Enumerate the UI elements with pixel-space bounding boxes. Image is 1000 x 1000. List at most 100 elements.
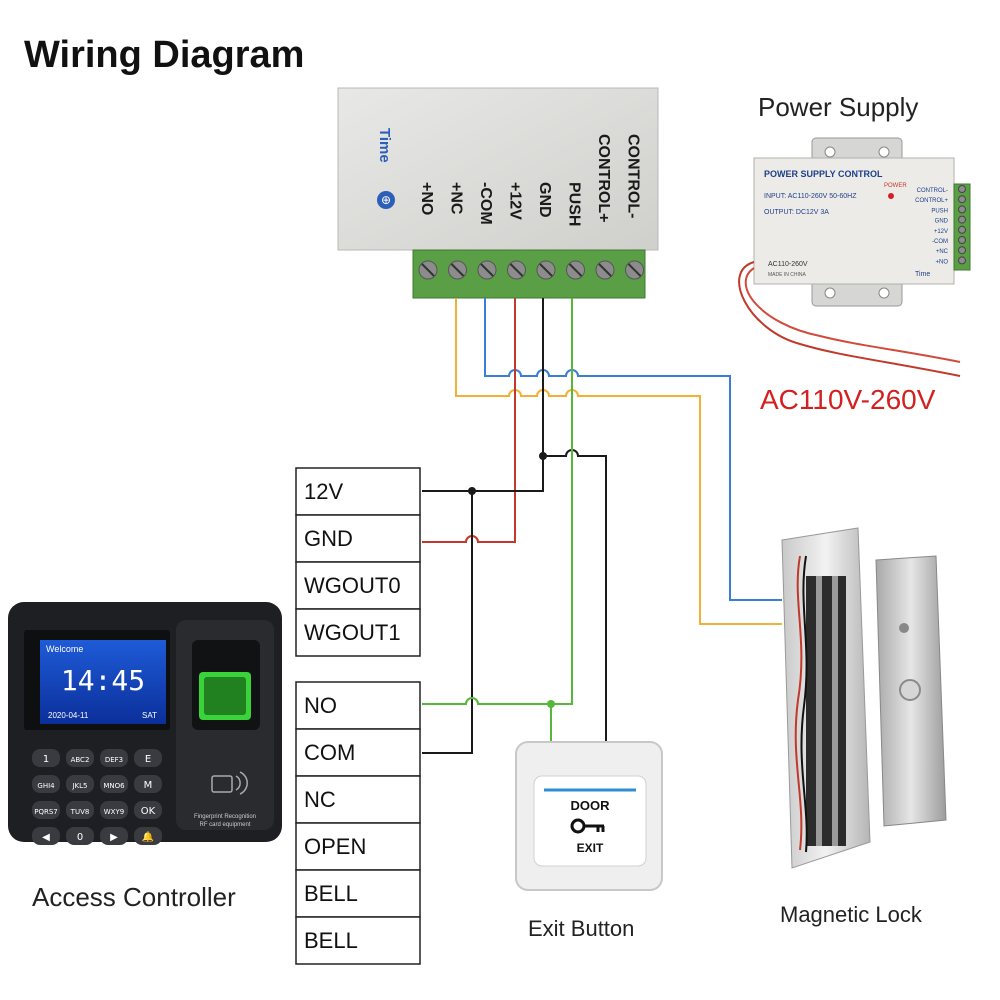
terminal-cell [295,608,421,657]
screen-day: SAT [142,711,157,720]
ac-wire-red-2 [744,267,961,363]
exit-button-face [533,775,647,867]
page-title: Wiring Diagram [24,34,305,76]
keypad-key[interactable] [134,801,162,819]
exit-button-label: Exit Button [528,916,635,941]
keypad-key[interactable] [32,775,60,793]
terminal-cell-label: NC [304,787,336,812]
terminal-cell [295,916,421,965]
control-box-time-label: Time [376,128,393,163]
maglock-core-line [832,576,838,846]
terminal-cell [295,681,421,730]
wire-green-no [422,697,552,748]
psu-power-led-icon [888,193,894,199]
control-box-terminal-label: +12V [507,182,524,220]
terminal-cell-label: WGOUT0 [304,573,401,598]
rf-card-icon [211,771,248,795]
keypad-key[interactable] [134,827,162,845]
terminal-cell [295,869,421,918]
wire-black-gnd [422,298,544,492]
keypad-key[interactable] [100,801,128,819]
psu-terminal-screw-icon [958,236,966,244]
psu-terminal-screw-icon [958,195,966,204]
terminal-cell [295,775,421,824]
control-box-terminal-label: PUSH [566,182,583,226]
psu-screw-hole [824,287,836,299]
keypad-key[interactable] [100,827,128,845]
keypad-key[interactable] [100,749,128,767]
plate-bolt-icon [899,679,921,701]
wire-red [422,298,516,543]
maglock-wire-black [800,555,808,853]
keypad-key-label: WXY9 [104,808,124,816]
psu-terminal-screw-icon [958,225,966,234]
control-box-terminal-label: CONTROL- [625,134,642,218]
wiring [422,298,782,754]
control-box-terminal-label: CONTROL+ [595,134,612,222]
controller-screen [40,640,166,724]
keypad-key[interactable] [32,749,60,767]
terminal-screw-slot [627,263,642,277]
wire-blue [484,298,782,601]
keypad-key[interactable] [66,801,94,819]
psu-body [753,157,955,285]
keypad-key[interactable] [32,827,60,845]
wire-green-push [551,298,573,705]
psu-output: OUTPUT: DC12V 3A [764,209,829,216]
terminal-cell-label: OPEN [304,834,366,859]
keypad-key-label: 🔔 [142,831,154,843]
keypad-key-label: ◀ [42,832,50,843]
terminal-screw-slot [480,263,494,277]
keypad-key-label: DEF3 [105,756,123,764]
terminal-screw-slot [450,263,465,277]
keypad-key-label: TUV8 [70,808,90,816]
psu-terminal-label: GND [935,219,949,225]
keypad-key-label: JKL5 [71,782,87,790]
junction-dot [547,700,555,708]
wire-yellow [455,298,782,625]
keypad-key[interactable] [100,775,128,793]
keypad-key-label: M [144,780,153,791]
ac-wire-red [738,261,961,377]
wire-black-com [422,491,473,754]
keypad-key-label: ABC2 [71,756,90,764]
psu-terminal-screw-icon [958,215,966,224]
exit-door-text: DOOR [571,798,611,813]
power-supply-device: POWER SUPPLY CONTROL INPUT: AC110-260V 5… [738,137,971,377]
psu-terminal-label: PUSH [931,208,948,214]
psu-terminal-label: +12V [934,229,948,235]
maglock-wire-red [794,555,803,851]
keypad-key-label: GHI4 [37,782,55,790]
keypad-key[interactable] [66,775,94,793]
terminal-cell-label: BELL [304,881,358,906]
psu-terminal-screw-icon [958,185,966,193]
control-box-terminal-label: +NO [418,182,435,215]
screen-time: 14:45 [61,664,145,697]
time-knob-icon [377,191,395,209]
psu-power-label: POWER [884,183,907,189]
reader-text: Fingerprint Recognition [194,814,256,820]
psu-time: Time [915,271,930,278]
keypad-key-label: MNO6 [103,782,125,790]
keypad-key[interactable] [134,749,162,767]
psu-model: AC110-260V [768,261,808,268]
terminal-cell-label: GND [304,526,353,551]
keypad-key-label: 1 [43,754,49,765]
keypad-key-label: E [145,754,151,765]
keypad-key[interactable] [66,827,94,845]
keypad-key-label: 0 [77,832,83,843]
terminal-cell [295,561,421,610]
reader-text-2: RF card equipment [199,822,250,828]
keypad-key[interactable] [134,775,162,793]
keypad-key[interactable] [66,749,94,767]
control-box-screws [418,260,644,280]
keypad-key[interactable] [32,801,60,819]
terminal-screw-slot [568,263,583,277]
terminal-cell-label: BELL [304,928,358,953]
psu-made: MADE IN CHINA [768,272,806,278]
